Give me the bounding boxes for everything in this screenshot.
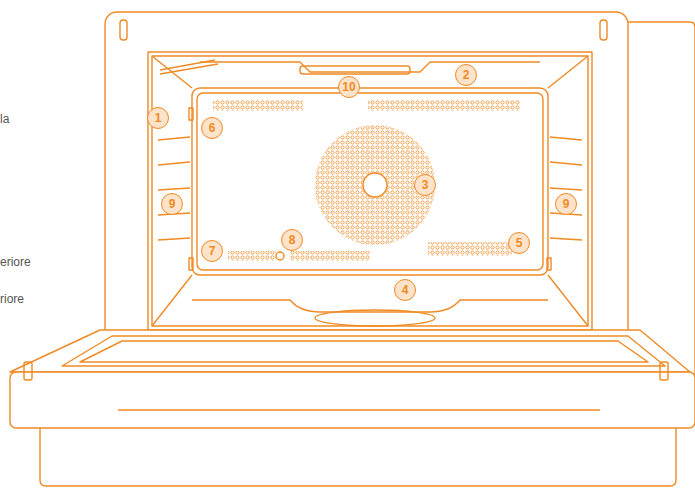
part-name: riore (0, 292, 24, 306)
callout-number: 9 (161, 193, 183, 215)
callout-number: 8 (281, 229, 303, 251)
callout-number: 2 (455, 64, 477, 86)
callout-number: 5 (508, 232, 530, 254)
part-name: eriore (0, 255, 31, 269)
callout-number: 3 (414, 174, 436, 196)
callout-number: 9 (555, 193, 577, 215)
part-name: la (0, 112, 9, 126)
callout-number: 10 (338, 76, 360, 98)
callout-number: 6 (201, 117, 223, 139)
callout-number: 1 (147, 107, 169, 129)
callout-number: 4 (394, 279, 416, 301)
callout-number: 7 (201, 240, 223, 262)
